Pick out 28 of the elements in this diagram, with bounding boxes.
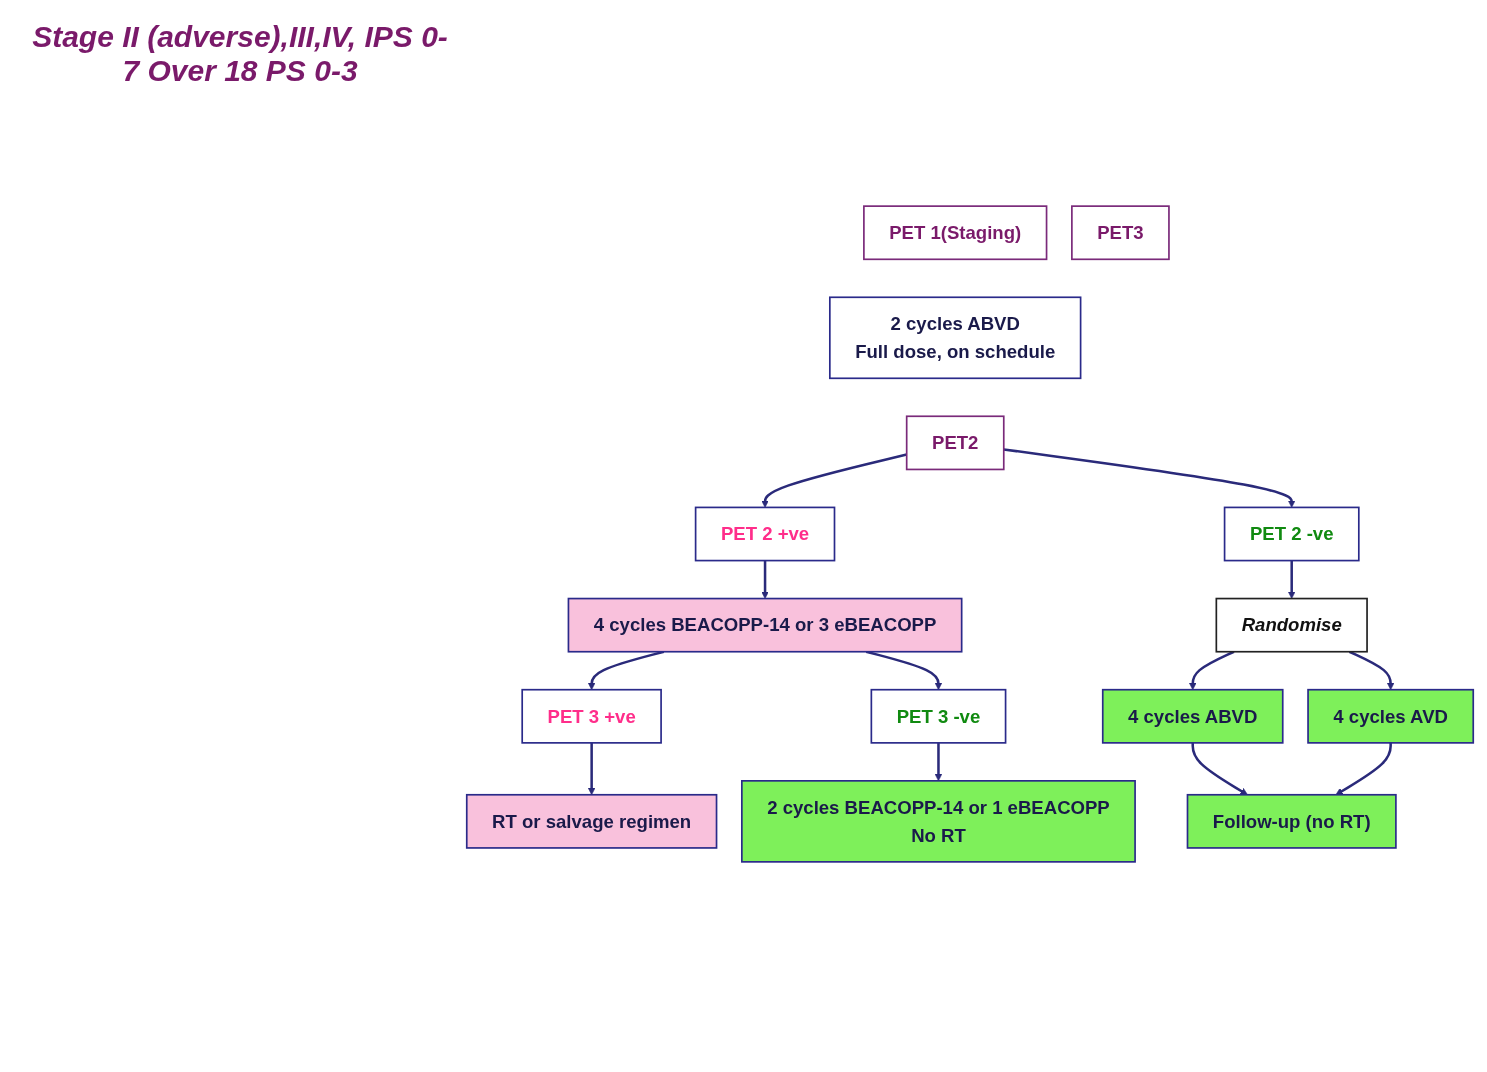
arrow xyxy=(1335,742,1392,796)
arrow xyxy=(1288,560,1296,599)
arrow xyxy=(761,453,907,508)
node-box: RT or salvage regimen xyxy=(465,793,718,849)
arrow xyxy=(1003,448,1296,508)
node-box: 4 cycles AVD xyxy=(1307,688,1475,744)
node-box: Randomise xyxy=(1215,597,1368,653)
node-box: 2 cycles BEACOPP-14 or 1 eBEACOPP No RT xyxy=(741,780,1136,863)
node-box: PET 3 +ve xyxy=(521,688,662,744)
node-box: 4 cycles BEACOPP-14 or 3 eBEACOPP xyxy=(567,597,963,653)
arrow xyxy=(587,742,596,796)
node-box: PET 3 -ve xyxy=(870,688,1007,744)
node-box: PET 1(Staging) xyxy=(863,205,1048,261)
node-box: PET2 xyxy=(905,415,1005,471)
arrow xyxy=(1191,742,1248,796)
arrow xyxy=(1189,650,1235,691)
node-box: PET 2 +ve xyxy=(694,506,836,562)
node-box: 4 cycles ABVD xyxy=(1101,688,1284,744)
node-box: 2 cycles ABVD Full dose, on schedule xyxy=(829,296,1082,380)
arrow xyxy=(934,742,943,782)
criteria-note: Stage II (adverse),III,IV, IPS 0-7 Over 18 PS 0-3 xyxy=(31,20,449,88)
arrow xyxy=(1348,650,1395,691)
node-box: Follow-up (no RT) xyxy=(1186,793,1397,849)
arrow xyxy=(761,560,769,599)
arrow xyxy=(865,650,943,691)
node-box: PET 2 -ve xyxy=(1223,506,1360,562)
node-box: PET3 xyxy=(1071,205,1170,261)
arrow xyxy=(587,650,665,691)
